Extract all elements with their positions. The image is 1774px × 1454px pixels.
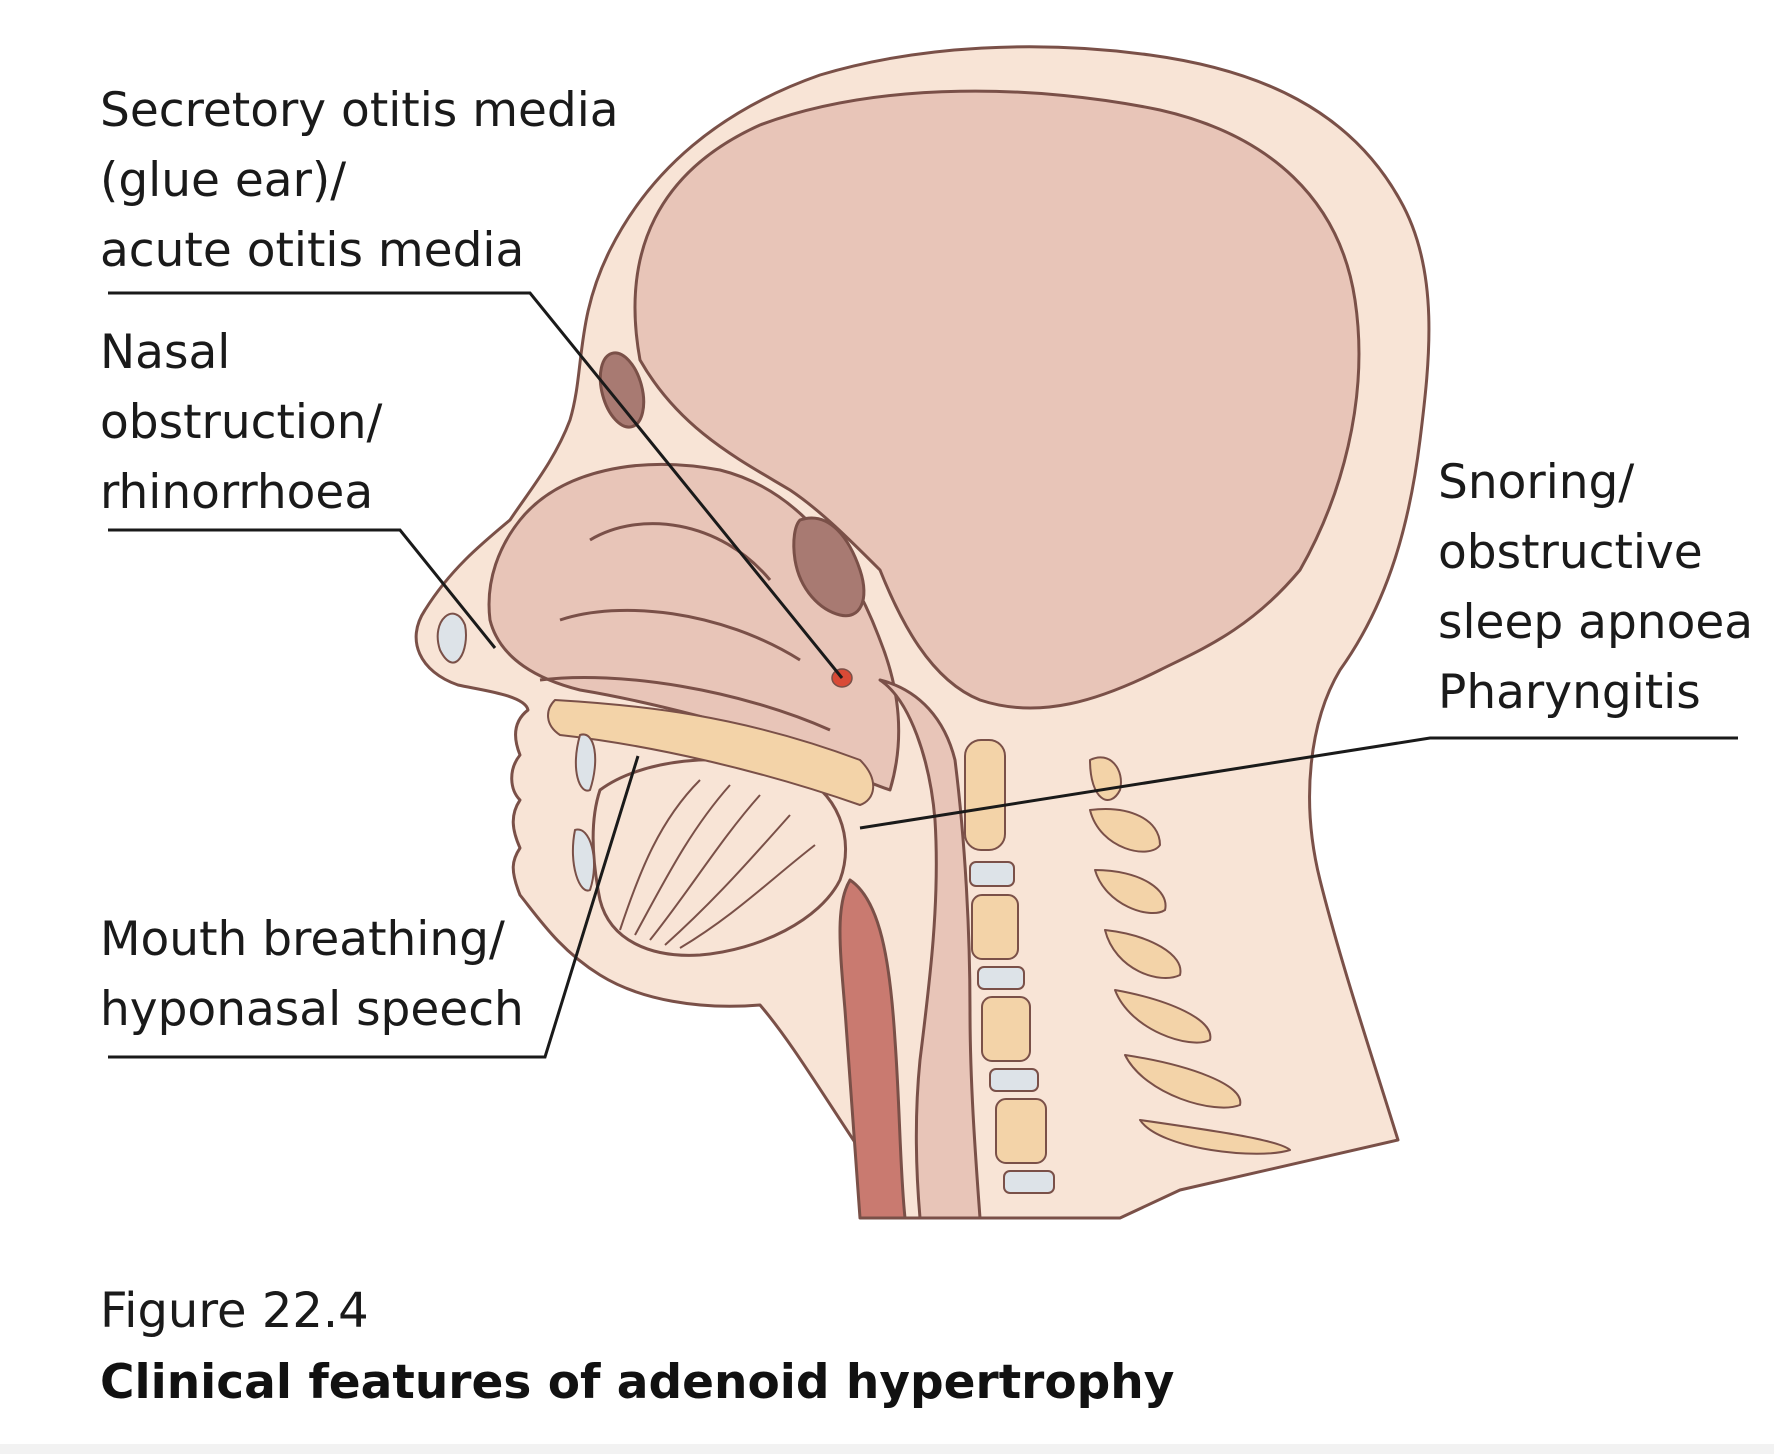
leader-line-mouth	[108, 755, 640, 1059]
label-nasal-obstruction: Nasal obstruction/ rhinorrhoea	[100, 318, 382, 528]
upper-tooth	[574, 733, 597, 792]
label-line: rhinorrhoea	[100, 465, 374, 520]
lower-tooth	[571, 828, 596, 892]
sphenoid-sinus	[792, 516, 866, 618]
brain	[633, 89, 1361, 710]
page-bottom-strip	[0, 1444, 1774, 1454]
leader-line-snoring	[859, 736, 1738, 830]
head-illustration	[414, 45, 1431, 1220]
leader-line-ear	[108, 291, 844, 679]
spinous-processes	[1089, 756, 1291, 1155]
label-line: Secretory otitis media	[100, 83, 619, 138]
label-line: Mouth breathing/	[100, 912, 505, 967]
label-line: Nasal	[100, 325, 231, 380]
turbinate-lower	[539, 675, 831, 732]
hard-palate	[547, 699, 875, 806]
label-snoring: Snoring/ obstructive sleep apnoea Pharyn…	[1438, 448, 1753, 728]
label-line: Snoring/	[1438, 455, 1635, 510]
turbinate-middle	[559, 608, 801, 662]
label-line: sleep apnoea	[1438, 595, 1754, 650]
figure-number: Figure 22.4	[100, 1283, 369, 1339]
label-line: (glue ear)/	[100, 153, 347, 208]
label-otitis-media: Secretory otitis media (glue ear)/ acute…	[100, 76, 619, 286]
label-mouth-breathing: Mouth breathing/ hyponasal speech	[100, 905, 524, 1045]
frontal-sinus	[598, 351, 646, 429]
tongue-muscle-fibres	[619, 779, 816, 949]
label-line: acute otitis media	[100, 223, 525, 278]
label-line: obstructive	[1438, 525, 1703, 580]
label-line: hyponasal speech	[100, 982, 524, 1037]
figure-title: Clinical features of adenoid hypertrophy	[100, 1355, 1175, 1410]
leader-line-nasal	[108, 528, 497, 649]
label-line: obstruction/	[100, 395, 383, 450]
trachea	[838, 878, 907, 1220]
turbinate-upper	[589, 522, 772, 581]
label-line: Pharyngitis	[1438, 665, 1701, 720]
cervical-spine	[964, 739, 1055, 1194]
leader-lines	[108, 291, 1738, 1059]
nasal-cartilage	[436, 612, 467, 664]
